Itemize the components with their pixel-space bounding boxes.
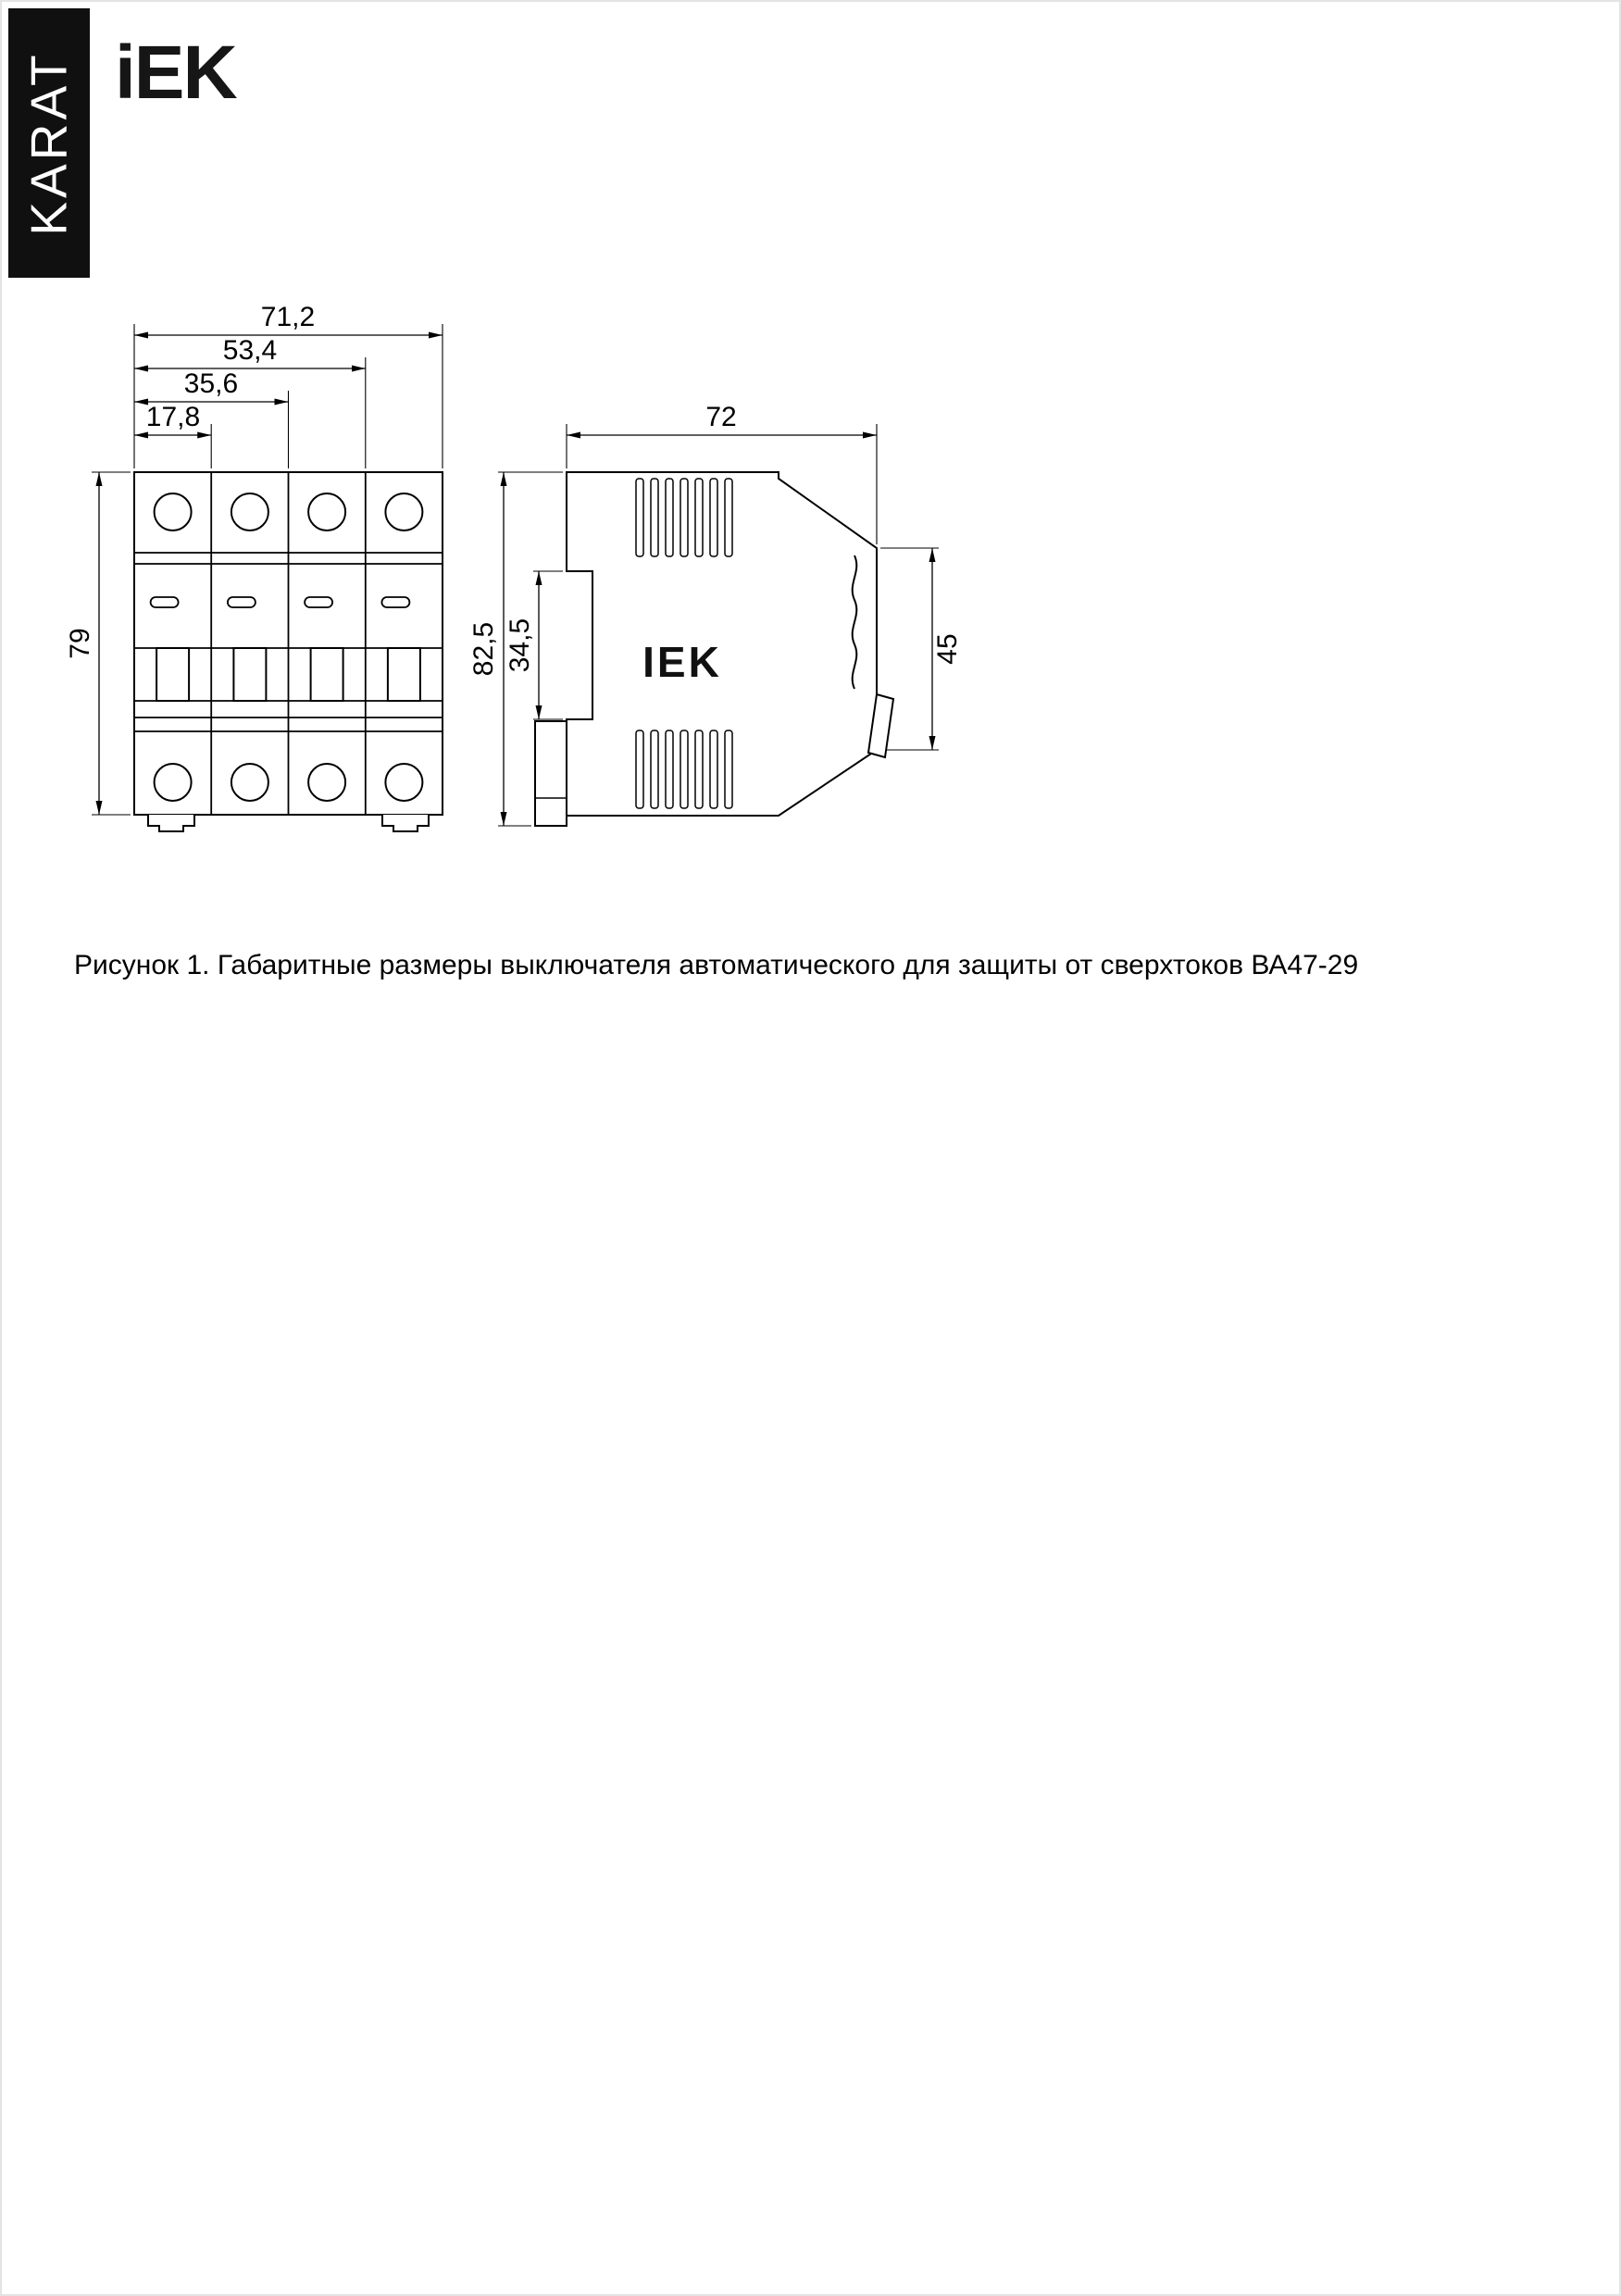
iek-logo: iEK (115, 31, 238, 115)
karat-brand-text: KARAT (20, 50, 79, 236)
dim-label-total-height: 82,5 (468, 622, 499, 676)
din-clip-tab (147, 815, 195, 832)
dim-label-three-modules: 53,4 (223, 335, 277, 366)
dim-label-din-rail: 34,5 (505, 618, 535, 672)
vent-slats-bottom (635, 730, 733, 809)
toggle-lever-tip (867, 693, 895, 759)
side-view-dimension-labels: 72 82,5 34,5 45 (468, 402, 963, 676)
toggle-handle (309, 647, 344, 702)
indicator-slot (304, 596, 334, 608)
terminal-screw-circle (153, 493, 193, 531)
figure-caption: Рисунок 1. Габаритные размеры выключател… (74, 950, 1359, 980)
indicator-slot (380, 596, 411, 608)
karat-brand-block: KARAT (8, 8, 90, 278)
terminal-screw-circle (384, 763, 424, 802)
toggle-handle (156, 647, 191, 702)
din-clip-tab (381, 815, 430, 832)
indicator-slot (149, 596, 180, 608)
dim-label-height: 79 (65, 628, 95, 658)
dim-label-depth: 72 (705, 402, 736, 432)
breaker-side-outline (566, 471, 878, 817)
terminal-screw-circle (230, 763, 269, 802)
side-view-body: IEK (534, 471, 895, 827)
indicator-slot (226, 596, 256, 608)
terminal-screw-circle (307, 493, 347, 531)
toggle-lever-wave (851, 555, 858, 690)
side-view-dimension-lines (500, 431, 936, 826)
front-view-body (133, 471, 443, 832)
dim-label-one-module: 17,8 (146, 402, 200, 432)
front-view-dimension-labels: 71,2 53,4 35,6 17,8 79 (65, 302, 315, 659)
front-view-dimension-lines (95, 331, 443, 815)
side-view-drawing: 72 82,5 34,5 45 (468, 402, 963, 827)
terminal-screw-circle (307, 763, 347, 802)
dimensional-drawing: 71,2 53,4 35,6 17,8 79 (65, 302, 963, 832)
dim-label-two-modules: 35,6 (184, 368, 238, 399)
terminal-screw-circle (153, 763, 193, 802)
terminal-screw-circle (384, 493, 424, 531)
terminal-screw-circle (230, 493, 269, 531)
dim-label-total-width: 71,2 (261, 302, 315, 332)
front-view-drawing: 71,2 53,4 35,6 17,8 79 (65, 302, 443, 832)
vent-slats-top (635, 478, 733, 557)
toggle-handle (386, 647, 421, 702)
dim-label-front-panel: 45 (932, 633, 963, 664)
din-rail-clip (534, 720, 567, 827)
toggle-handle (232, 647, 268, 702)
iek-embossed-logo: IEK (642, 638, 722, 686)
